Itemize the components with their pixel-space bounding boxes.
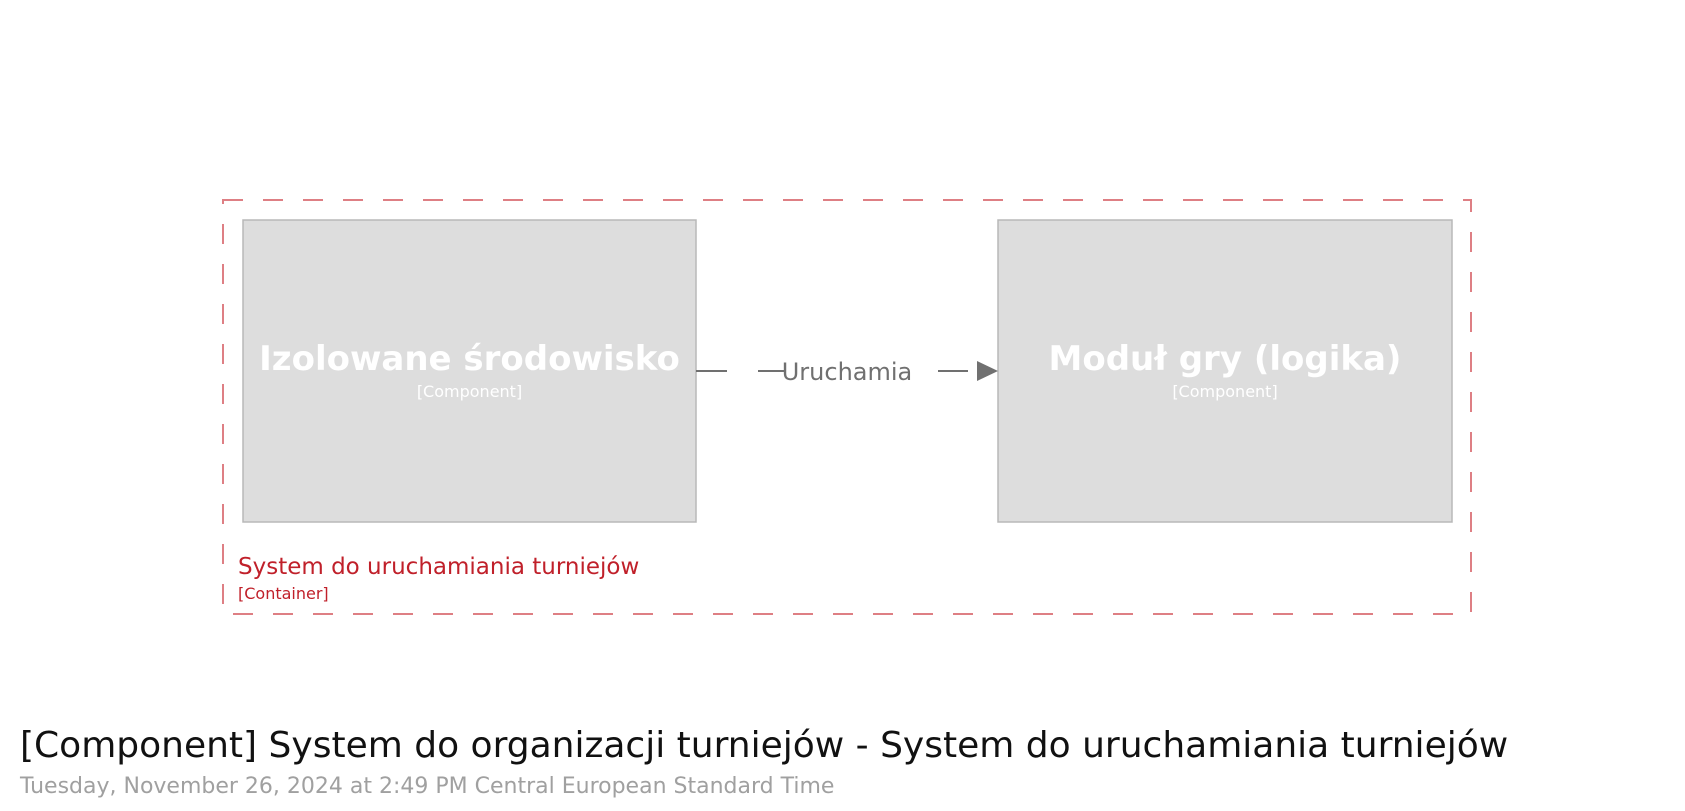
component-isolated-environment[interactable]: Izolowane środowisko [Component] bbox=[242, 219, 697, 523]
component-title: Moduł gry (logika) bbox=[1049, 339, 1402, 379]
relationship-arrow[interactable]: Uruchamia bbox=[696, 358, 998, 386]
component-box bbox=[997, 219, 1453, 523]
container-name: System do uruchamiania turniejów bbox=[238, 554, 639, 580]
component-box bbox=[242, 219, 697, 523]
component-type: [Component] bbox=[417, 382, 522, 401]
container-boundary[interactable] bbox=[222, 199, 1472, 615]
component-title: Izolowane środowisko bbox=[259, 339, 680, 379]
diagram-title: [Component] System do organizacji turnie… bbox=[20, 725, 1509, 766]
diagram-date: Tuesday, November 26, 2024 at 2:49 PM Ce… bbox=[20, 774, 835, 799]
component-game-module[interactable]: Moduł gry (logika) [Component] bbox=[997, 219, 1453, 523]
container-type: [Container] bbox=[238, 584, 329, 603]
component-type: [Component] bbox=[1172, 382, 1277, 401]
arrowhead-icon bbox=[977, 361, 998, 381]
relationship-label: Uruchamia bbox=[782, 358, 913, 386]
